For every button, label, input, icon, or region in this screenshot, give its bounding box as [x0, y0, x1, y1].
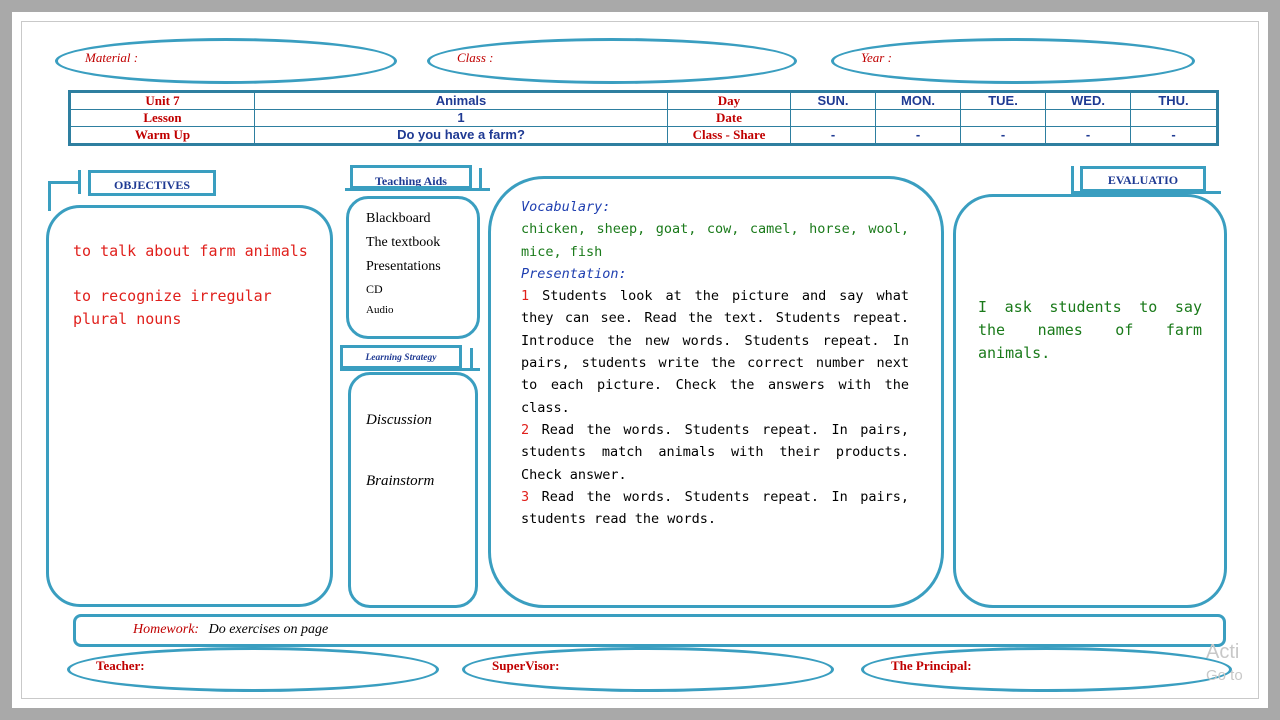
homework-line: Homework: Do exercises on page — [133, 622, 328, 638]
step-number: 1 — [521, 288, 530, 305]
presentation-step: 1 Students look at the picture and say w… — [521, 285, 909, 419]
class-field[interactable] — [427, 38, 797, 84]
learning-strategy-title: Learning Strategy — [340, 345, 462, 369]
aid-item: Presentations — [366, 259, 441, 274]
date-label-cell: Date — [667, 109, 791, 127]
share-cell: - — [1045, 126, 1131, 145]
step-text: Students look at the picture and say wha… — [521, 288, 909, 416]
objectives-title: OBJECTIVES — [88, 170, 216, 196]
supervisor-label: SuperVisor: — [492, 658, 560, 673]
share-cell: - — [790, 126, 876, 145]
day-sun-cell: SUN. — [790, 91, 876, 110]
objectives-connector — [48, 181, 80, 184]
evaluation-connector — [1071, 191, 1221, 194]
share-cell: - — [960, 126, 1046, 145]
table-row: Warm Up Do you have a farm? Class - Shar… — [69, 126, 1218, 145]
date-cell[interactable] — [790, 109, 876, 127]
step-number: 3 — [521, 488, 530, 505]
share-cell: - — [875, 126, 961, 145]
learning-strategy-connector — [470, 348, 473, 370]
presentation-step: 2 Read the words. Students repeat. In pa… — [521, 419, 909, 486]
date-cell[interactable] — [960, 109, 1046, 127]
material-label: Material : — [85, 50, 139, 65]
homework-label: Homework: — [133, 622, 200, 637]
aid-item: Blackboard — [366, 211, 431, 226]
day-mon-cell: MON. — [875, 91, 961, 110]
year-field[interactable] — [831, 38, 1195, 84]
step-text: Read the words. Students repeat. In pair… — [521, 421, 909, 483]
aid-item: CD — [366, 282, 383, 296]
step-text: Read the words. Students repeat. In pair… — [521, 488, 909, 528]
objective-item: to talk about farm animals — [73, 242, 308, 260]
warmup-label-cell: Warm Up — [69, 126, 255, 145]
table-row: Lesson 1 Date — [69, 109, 1218, 127]
objectives-list: to talk about farm animals to recognize … — [73, 240, 313, 353]
date-cell[interactable] — [1045, 109, 1131, 127]
year-label: Year : — [861, 50, 892, 65]
day-tue-cell: TUE. — [960, 91, 1046, 110]
teaching-aids-title: Teaching Aids — [350, 165, 472, 189]
presentation-heading: Presentation: — [521, 265, 627, 282]
objectives-connector — [78, 170, 81, 194]
day-wed-cell: WED. — [1045, 91, 1131, 110]
teacher-label: Teacher: — [96, 658, 145, 673]
table-row: Unit 7 Animals Day SUN. MON. TUE. WED. T… — [69, 91, 1218, 110]
class-share-label-cell: Class - Share — [667, 126, 791, 145]
evaluation-text: I ask students to say the names of farm … — [978, 298, 1202, 362]
strategy-item: Discussion — [366, 412, 432, 428]
date-cell[interactable] — [1130, 109, 1218, 127]
lesson-info-table: Unit 7 Animals Day SUN. MON. TUE. WED. T… — [68, 90, 1219, 146]
aid-item: Audio — [366, 304, 394, 316]
evaluation-title: EVALUATIO — [1080, 166, 1206, 192]
aid-item: The textbook — [366, 235, 441, 250]
teaching-aids-list: Blackboard The textbook Presentations CD… — [366, 207, 441, 321]
unit-title-cell: Animals — [254, 91, 668, 110]
lesson-number-cell: 1 — [254, 109, 668, 127]
teaching-aids-connector — [345, 188, 490, 191]
supervisor-field[interactable] — [462, 647, 834, 692]
warmup-question-cell: Do you have a farm? — [254, 126, 668, 145]
day-thu-cell: THU. — [1130, 91, 1218, 110]
principal-label: The Principal: — [891, 658, 972, 673]
teaching-aids-connector — [479, 168, 482, 190]
class-label: Class : — [457, 50, 494, 65]
objectives-connector — [48, 181, 51, 211]
vocabulary-words: chicken, sheep, goat, cow, camel, horse,… — [521, 221, 909, 260]
presentation-step: 3 Read the words. Students repeat. In pa… — [521, 486, 909, 531]
teaching-aids-box — [346, 196, 480, 339]
objectives-box — [46, 205, 333, 607]
watermark-line: Acti — [1206, 641, 1240, 663]
unit-cell: Unit 7 — [69, 91, 255, 110]
day-label-cell: Day — [667, 91, 791, 110]
date-cell[interactable] — [875, 109, 961, 127]
evaluation-connector — [1071, 166, 1074, 194]
homework-box — [73, 614, 1226, 647]
share-cell: - — [1130, 126, 1218, 145]
objective-item: to recognize irregular plural nouns — [73, 287, 272, 328]
strategy-item: Brainstorm — [366, 473, 435, 489]
principal-field[interactable] — [861, 647, 1232, 692]
watermark-line: Go to — [1206, 667, 1243, 684]
learning-strategy-box — [348, 372, 478, 608]
procedure-box — [488, 176, 944, 608]
step-number: 2 — [521, 421, 530, 438]
evaluation-box — [953, 194, 1227, 608]
activation-watermark: Acti Go to — [1206, 640, 1243, 688]
lesson-label-cell: Lesson — [69, 109, 255, 127]
teacher-field[interactable] — [67, 647, 439, 692]
learning-strategy-connector — [340, 368, 480, 371]
material-field[interactable] — [55, 38, 397, 84]
procedure-content: Vocabulary: chicken, sheep, goat, cow, c… — [521, 196, 909, 530]
homework-text: Do exercises on page — [208, 622, 329, 637]
vocabulary-heading: Vocabulary: — [521, 199, 611, 215]
learning-strategy-list: Discussion Brainstorm — [366, 412, 434, 490]
